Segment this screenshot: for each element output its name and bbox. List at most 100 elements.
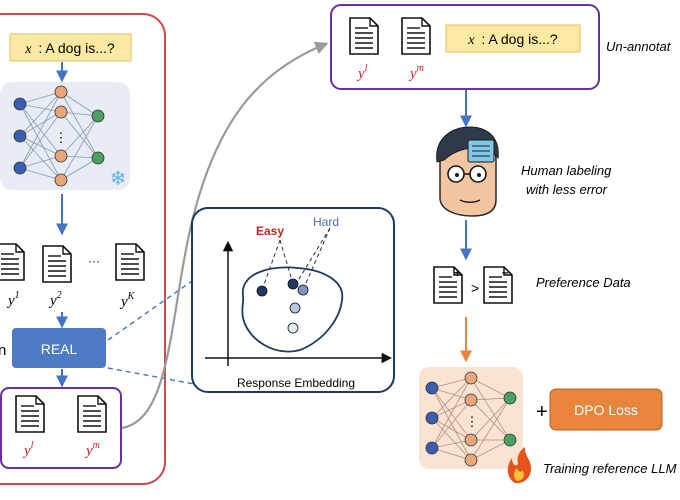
- pair-label-l-left: yl: [22, 440, 34, 459]
- model-ellipsis-dots: ⋮: [55, 130, 68, 145]
- network-node: [425, 411, 439, 425]
- prompt-box-right: [445, 24, 581, 53]
- network-edge: [431, 399, 472, 419]
- prompt-box-left: [9, 33, 132, 62]
- human-label-line1: Human labeling: [521, 163, 612, 178]
- prompt-text-right: x : A dog is...?: [467, 31, 558, 48]
- training-model-network: ⋮: [419, 367, 523, 469]
- network-edge: [60, 91, 99, 117]
- greater-than-sign: >: [471, 280, 479, 296]
- sample-doc-k: [115, 243, 145, 281]
- network-edge: [431, 447, 472, 461]
- prompt-text-left: x : A dog is...?: [24, 40, 115, 57]
- easy-dash-1: [261, 239, 281, 291]
- network-edge: [470, 439, 511, 461]
- training-label: Training reference LLM: [543, 461, 677, 476]
- sample-label-k: yK: [119, 291, 136, 310]
- network-edge: [19, 91, 62, 137]
- snowflake-icon: ❄: [110, 168, 127, 190]
- embedding-point-2: [297, 284, 309, 296]
- network-node: [54, 173, 68, 187]
- network-edge: [60, 157, 99, 181]
- human-label-line2: with less error: [526, 182, 608, 197]
- hard-dash-1: [295, 227, 331, 285]
- pair-label-l-right: yl: [356, 63, 368, 82]
- unannotated-label: Un-annotat: [606, 39, 672, 54]
- network-node: [503, 391, 517, 405]
- real-box: [12, 328, 106, 368]
- easy-dash-2: [279, 239, 294, 285]
- network-edge: [431, 439, 472, 449]
- easy-label: Easy: [256, 224, 284, 238]
- sample-label-2: y2: [48, 290, 62, 309]
- plus-badge-icon: +: [454, 266, 461, 280]
- embedding-cluster-blob: [241, 266, 344, 353]
- minus-badge-icon: –: [502, 265, 509, 279]
- plus-sign: +: [536, 401, 548, 423]
- network-node: [464, 371, 478, 385]
- selected-pair-frame-left: [0, 387, 122, 469]
- hard-dash-2: [302, 227, 331, 291]
- dpo-loss-label: DPO Loss: [574, 402, 638, 418]
- network-node: [91, 151, 105, 165]
- network-edge: [431, 377, 472, 419]
- sample-doc-2: [42, 245, 72, 283]
- frozen-model-network: ⋮: [0, 82, 130, 190]
- network-edge: [60, 91, 99, 159]
- network-edge: [19, 167, 62, 181]
- network-edge: [19, 155, 62, 169]
- network-edge: [470, 377, 511, 441]
- embedding-point-4: [287, 322, 299, 334]
- real-label: REAL: [41, 341, 78, 357]
- network-edge: [470, 397, 511, 401]
- network-edge: [19, 111, 62, 137]
- curved-arrow-to-unannotated: [121, 41, 329, 430]
- sample-doc-1: [0, 243, 25, 281]
- network-edge: [60, 115, 99, 181]
- network-node: [13, 97, 27, 111]
- network-node: [54, 85, 68, 99]
- network-edge: [19, 103, 62, 113]
- sample-label-1: y1: [6, 290, 20, 309]
- network-edge: [19, 111, 62, 169]
- network-node: [425, 441, 439, 455]
- pair-label-m-right: ym: [408, 63, 424, 82]
- network-edge: [470, 399, 511, 441]
- network-edge: [431, 399, 472, 449]
- unannotated-pair-frame: [330, 4, 600, 90]
- network-edge: [60, 111, 99, 159]
- side-letter: n: [0, 342, 6, 359]
- network-edge: [19, 135, 62, 181]
- left-panel-frame: [0, 13, 166, 485]
- network-edge: [60, 115, 99, 157]
- network-edge: [431, 417, 472, 461]
- network-node: [425, 381, 439, 395]
- embedding-point-1: [287, 278, 299, 290]
- network-edge: [431, 417, 472, 441]
- network-node: [54, 149, 68, 163]
- network-node: [91, 109, 105, 123]
- embedding-point-3: [289, 302, 301, 314]
- network-node: [464, 453, 478, 467]
- network-node: [464, 433, 478, 447]
- pair-doc-m-left: [77, 395, 107, 433]
- preference-label: Preference Data: [536, 275, 631, 290]
- embedding-panel-frame: [191, 207, 395, 393]
- network-edge: [19, 91, 62, 105]
- network-edge: [431, 377, 472, 389]
- network-edge: [470, 377, 511, 399]
- dpo-loss-box: [549, 388, 663, 431]
- hard-label: Hard: [313, 215, 339, 229]
- network-edge: [19, 91, 62, 169]
- pair-doc-l-right: [349, 17, 379, 55]
- pair-doc-m-right: [401, 17, 431, 55]
- samples-ellipsis: ···: [88, 254, 100, 268]
- network-edge: [19, 135, 62, 157]
- network-node: [13, 161, 27, 175]
- network-node: [13, 129, 27, 143]
- embedding-point-easy: [256, 285, 268, 297]
- embedding-caption: Response Embedding: [237, 376, 355, 390]
- network-edge: [431, 377, 472, 449]
- pair-doc-l-left: [15, 395, 45, 433]
